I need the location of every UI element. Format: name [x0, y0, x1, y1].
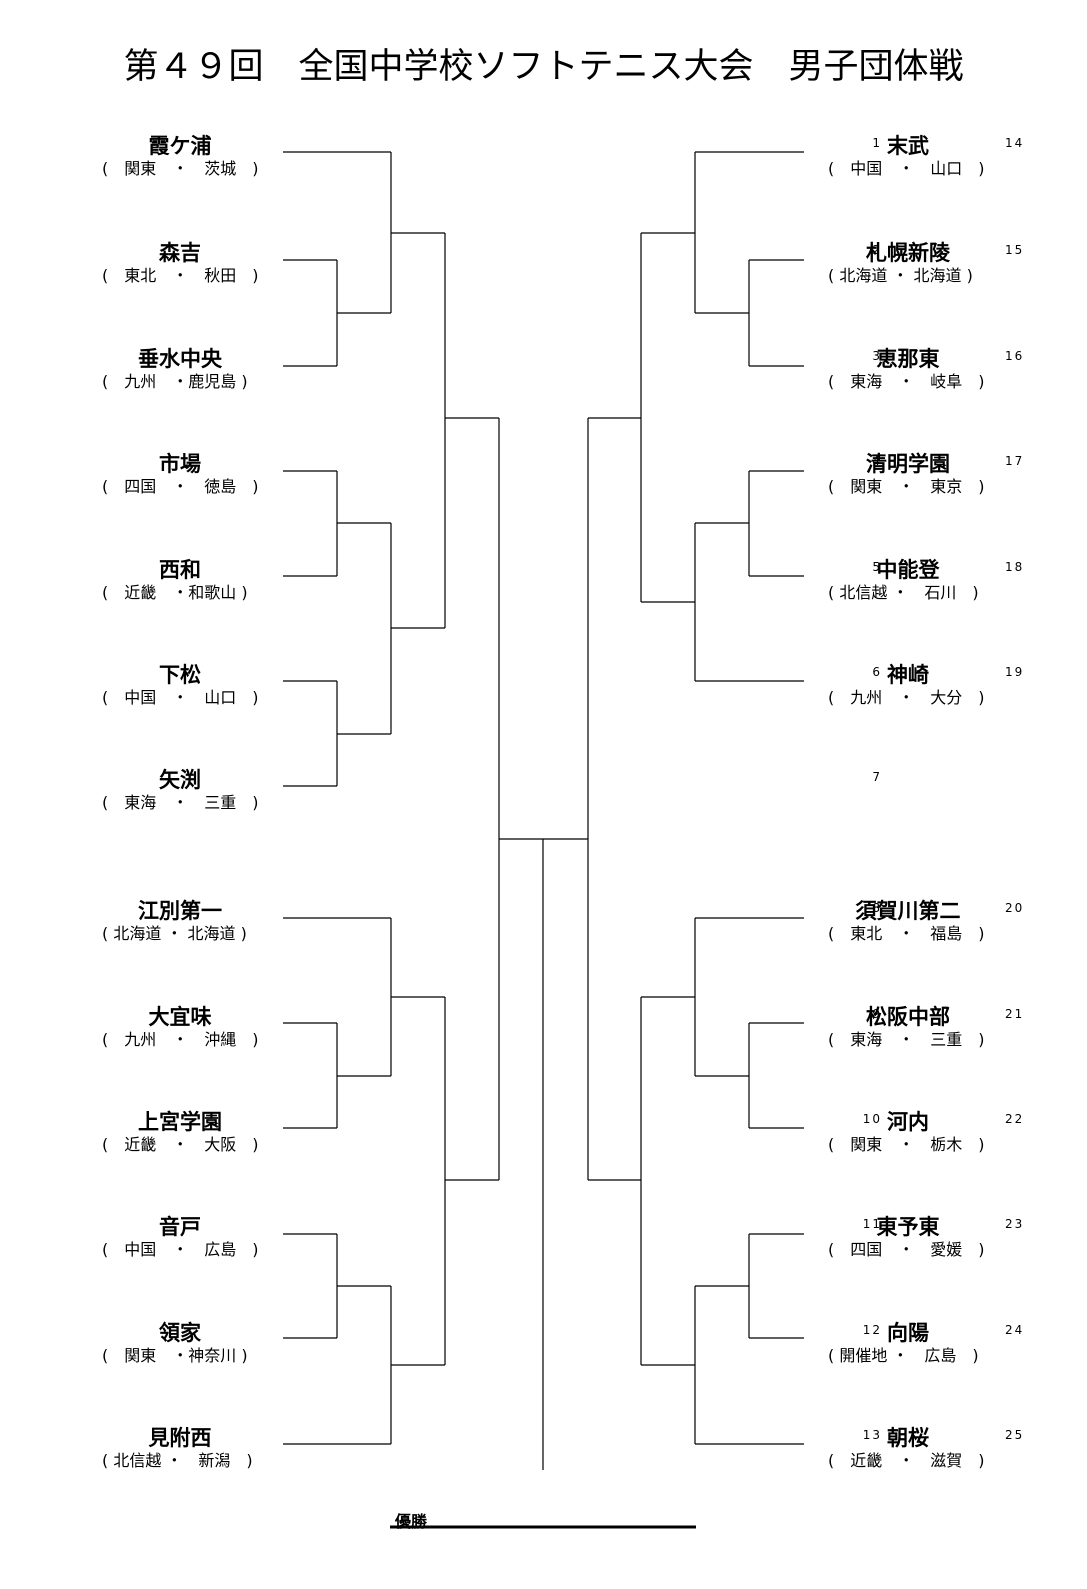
- team-name: 朝桜: [887, 1426, 929, 1450]
- seed-number: 12: [862, 1323, 882, 1337]
- team-name: 西和: [159, 558, 201, 582]
- seed-number: 13: [862, 1428, 882, 1442]
- seed-number: 3: [872, 349, 882, 363]
- team-name: 清明学園: [866, 452, 950, 476]
- seed-number: 21: [1005, 1007, 1025, 1021]
- seed-number: 4: [872, 454, 882, 468]
- team-region: ( 東海 ・ 三重 ): [102, 793, 259, 812]
- team-name: 森吉: [159, 241, 201, 265]
- team-region: ( 関東 ・ 茨城 ): [102, 159, 259, 178]
- page-title: 第４９回 全国中学校ソフトテニス大会 男子団体戦: [123, 47, 964, 87]
- team-name: 向陽: [887, 1321, 929, 1345]
- seed-number: 11: [862, 1217, 882, 1231]
- team-name: 須賀川第二: [855, 899, 961, 923]
- team-name: 音戸: [159, 1215, 201, 1239]
- team-name: 市場: [159, 452, 201, 476]
- seed-number: 2: [872, 243, 882, 257]
- seed-number: 8: [872, 901, 882, 915]
- seed-number: 1: [872, 136, 882, 150]
- seed-number: 16: [1005, 349, 1025, 363]
- team-region: ( 北海道 ・ 北海道 ): [828, 266, 973, 285]
- team-region: ( 四国 ・ 愛媛 ): [828, 1240, 985, 1259]
- team-region: ( 東海 ・ 三重 ): [828, 1030, 985, 1049]
- team-region: ( 東北 ・ 秋田 ): [102, 266, 259, 285]
- champion-label: 優勝: [395, 1512, 428, 1531]
- team-region: ( 中国 ・ 山口 ): [828, 159, 985, 178]
- team-name: 中能登: [876, 558, 940, 582]
- team-name: 河内: [887, 1110, 929, 1134]
- team-name: 札幌新陵: [866, 241, 950, 265]
- team-name: 松阪中部: [866, 1005, 950, 1029]
- team-name: 垂水中央: [138, 347, 222, 371]
- team-region: ( 近畿 ・ 大阪 ): [102, 1135, 259, 1154]
- team-region: ( 関東 ・神奈川 ): [102, 1346, 248, 1365]
- seed-number: 5: [872, 560, 882, 574]
- team-name: 矢渕: [159, 768, 201, 792]
- seed-number: 9: [872, 1007, 882, 1021]
- team-name: 江別第一: [138, 899, 222, 923]
- team-name: 東予東: [876, 1215, 940, 1239]
- seed-number: 17: [1005, 454, 1025, 468]
- seed-number: 10: [862, 1112, 882, 1126]
- seed-number: 7: [872, 770, 882, 784]
- team-region: ( 近畿 ・ 滋賀 ): [828, 1451, 985, 1470]
- team-region: ( 開催地 ・ 広島 ): [828, 1346, 979, 1365]
- team-name: 霞ケ浦: [148, 134, 212, 158]
- team-name: 恵那東: [876, 347, 940, 371]
- team-name: 下松: [159, 663, 201, 687]
- team-name: 末武: [887, 134, 929, 158]
- team-region: ( 関東 ・ 東京 ): [828, 477, 985, 496]
- team-region: ( 東北 ・ 福島 ): [828, 924, 985, 943]
- seed-number: 23: [1005, 1217, 1025, 1231]
- seed-number: 19: [1005, 665, 1025, 679]
- seed-number: 20: [1005, 901, 1025, 915]
- team-name: 領家: [159, 1321, 201, 1345]
- team-region: ( 九州 ・ 沖縄 ): [102, 1030, 259, 1049]
- team-region: ( 東海 ・ 岐阜 ): [828, 372, 985, 391]
- team-name: 見附西: [148, 1426, 212, 1450]
- team-name: 神崎: [887, 663, 929, 687]
- team-region: ( 中国 ・ 山口 ): [102, 688, 259, 707]
- team-name: 上宮学園: [138, 1110, 222, 1134]
- seed-number: 24: [1005, 1323, 1025, 1337]
- seed-number: 14: [1005, 136, 1025, 150]
- team-region: ( 四国 ・ 徳島 ): [102, 477, 259, 496]
- team-region: ( 関東 ・ 栃木 ): [828, 1135, 985, 1154]
- seed-number: 25: [1005, 1428, 1025, 1442]
- seed-number: 18: [1005, 560, 1025, 574]
- seed-number: 6: [872, 665, 882, 679]
- team-region: ( 近畿 ・和歌山 ): [102, 583, 248, 602]
- team-region: ( 北信越 ・ 石川 ): [828, 583, 979, 602]
- team-region: ( 中国 ・ 広島 ): [102, 1240, 259, 1259]
- team-region: ( 北海道 ・ 北海道 ): [102, 924, 247, 943]
- team-region: ( 北信越 ・ 新潟 ): [102, 1451, 253, 1470]
- team-name: 大宜味: [148, 1005, 212, 1029]
- team-region: ( 九州 ・ 大分 ): [828, 688, 985, 707]
- team-region: ( 九州 ・鹿児島 ): [102, 372, 248, 391]
- seed-number: 15: [1005, 243, 1025, 257]
- seed-number: 22: [1005, 1112, 1025, 1126]
